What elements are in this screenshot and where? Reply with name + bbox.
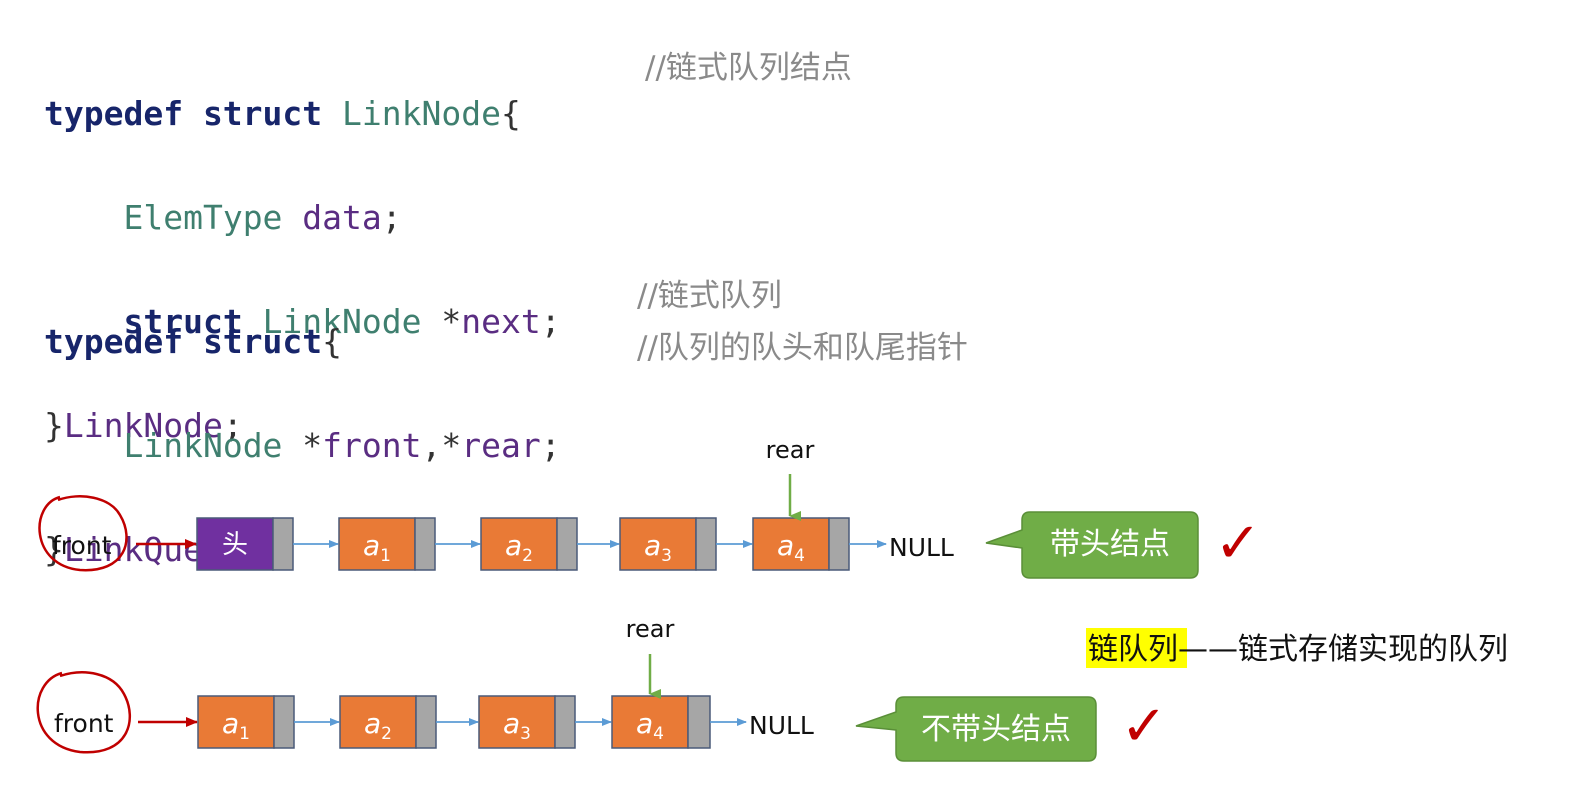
node-letter: a: [503, 707, 520, 740]
node-letter: a: [505, 529, 522, 562]
null-label: NULL: [889, 533, 954, 562]
code-line: typedef struct LinkNode{: [44, 88, 561, 140]
code-line: LinkNode *front,*rear;: [44, 420, 561, 472]
code-line: ElemType data;: [44, 192, 561, 244]
type-name: ElemType: [123, 198, 303, 237]
svg-text:a1: a1: [222, 707, 250, 744]
definition-dash: ——: [1178, 632, 1238, 667]
definition-text: 链式存储实现的队列: [1238, 632, 1508, 667]
pointer-star: *: [441, 426, 462, 465]
svg-text:a4: a4: [777, 529, 805, 566]
node-letter: a: [363, 529, 380, 562]
field-name: next: [461, 302, 541, 341]
node-letter: a: [636, 707, 653, 740]
check-mark-icon: ✓: [1215, 511, 1262, 576]
queue-node: a3: [619, 517, 717, 571]
field-name: data: [302, 198, 382, 237]
queue-node: a1: [197, 695, 295, 749]
node-letter: a: [364, 707, 381, 740]
callout-bubble: [855, 696, 1097, 762]
definition-term: 链队列: [1088, 632, 1178, 667]
node-letter: a: [222, 707, 239, 740]
code-line: typedef struct{: [44, 316, 561, 368]
type-name: LinkNode: [123, 426, 303, 465]
front-label: front: [54, 709, 114, 738]
queue-node-rear: a4: [611, 695, 711, 749]
semicolon: ;: [222, 406, 243, 445]
svg-text:a2: a2: [505, 529, 533, 566]
queue-node: a2: [339, 695, 437, 749]
svg-text:a3: a3: [644, 529, 672, 566]
definition-line: 链队列——链式存储实现的队列: [1086, 628, 1508, 668]
node-subscript: 1: [380, 546, 391, 566]
code-block-linknode: typedef struct LinkNode{ ElemType data; …: [44, 36, 561, 504]
head-node-label: 头: [222, 530, 248, 560]
front-circle: [38, 495, 128, 572]
svg-text:a1: a1: [363, 529, 391, 566]
head-node: 头: [196, 517, 294, 571]
pointer-star: *: [441, 302, 462, 341]
node-subscript: 3: [520, 724, 531, 744]
code-line: }LinkNode;: [44, 400, 561, 452]
brace: {: [500, 94, 521, 133]
term-highlight: [1086, 628, 1187, 668]
queue-node: a2: [480, 517, 578, 571]
queue-node: a1: [338, 517, 436, 571]
node-subscript: 2: [381, 724, 392, 744]
code-comment: //链式队列: [637, 278, 782, 314]
semicolon: ;: [540, 302, 561, 341]
queue-node-rear: a4: [752, 517, 850, 571]
type-name: LinkNode: [262, 302, 442, 341]
svg-text:链队列——链式存储实现的队列: 链队列——链式存储实现的队列: [1088, 632, 1508, 667]
queue-with-head: front 头 a1 a2 a3: [38, 436, 1262, 579]
typedef-name: LinkNode: [63, 406, 223, 445]
front-circle: [36, 671, 132, 754]
null-label: NULL: [749, 711, 814, 740]
keyword: typedef struct: [44, 322, 323, 361]
pointer-star: *: [302, 426, 323, 465]
field-name: rear: [461, 426, 541, 465]
brace: {: [322, 322, 343, 361]
rear-label: rear: [626, 615, 675, 643]
code-line: struct LinkNode *next;: [44, 296, 561, 348]
node-letter: a: [644, 529, 661, 562]
node-letter: a: [777, 529, 794, 562]
callout-bubble: [985, 511, 1199, 579]
code-comment: //链式队列结点: [645, 50, 852, 86]
semicolon: ;: [381, 198, 402, 237]
callout-text: 带头结点: [1050, 527, 1170, 562]
brace: }: [44, 406, 64, 445]
type-name: LinkNode: [342, 94, 501, 133]
keyword: typedef struct: [44, 94, 343, 133]
svg-text:a4: a4: [636, 707, 664, 744]
node-subscript: 1: [239, 724, 250, 744]
keyword: struct: [123, 302, 263, 341]
front-label: front: [52, 531, 112, 560]
node-subscript: 2: [522, 546, 533, 566]
node-subscript: 3: [661, 546, 672, 566]
brace: }: [44, 530, 64, 569]
svg-text:a2: a2: [364, 707, 392, 744]
queue-without-head: front a1 a2 a3 a4 NULL: [36, 615, 1168, 762]
field-name: front: [322, 426, 422, 465]
callout-text: 不带头结点: [921, 712, 1071, 747]
check-mark-icon: ✓: [1121, 694, 1168, 759]
node-subscript: 4: [653, 724, 664, 744]
code-comment: //队列的队头和队尾指针: [637, 330, 968, 366]
semicolon: ;: [540, 426, 561, 465]
comma: ,: [421, 426, 442, 465]
svg-text:a3: a3: [503, 707, 531, 744]
code-block-linkqueue: typedef struct{ LinkNode *front,*rear; }…: [44, 264, 561, 628]
rear-label: rear: [766, 436, 815, 464]
queue-node: a3: [478, 695, 576, 749]
node-subscript: 4: [794, 546, 805, 566]
